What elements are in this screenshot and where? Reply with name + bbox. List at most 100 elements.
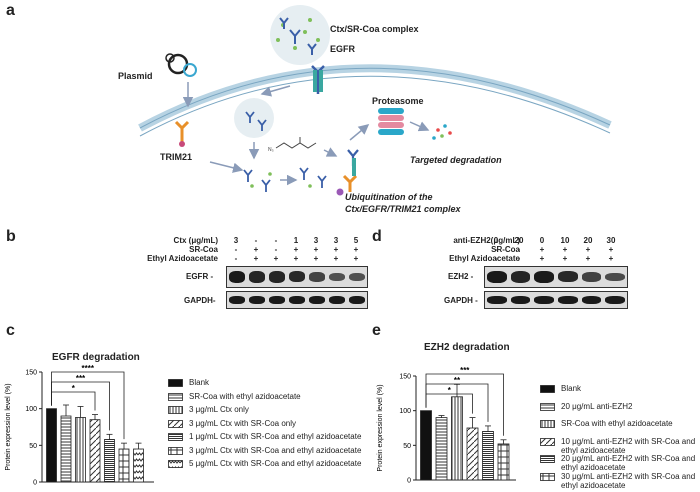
d-condition-cell: + [539,245,545,254]
d-condition-cell: + [608,254,614,263]
d-condition-cell: 0 [493,236,499,245]
bar [420,410,432,481]
legend-swatch [168,446,183,455]
legend-item: SR-Coa with ethyl azidoacetate [168,392,301,401]
ezh2-band [581,272,602,282]
b-condition-cell: + [293,254,299,263]
significance-stars: * [72,384,76,393]
d-row-label-ezh2: anti-EZH2(μg/mL) [453,236,520,245]
d-condition-cell: 0 [539,236,545,245]
d-condition-cell: + [539,254,545,263]
legend-label-line: 10 μg/mL anti-EZH2 with SR-Coa and [561,436,696,446]
bar [118,448,130,483]
free-complex-icons [243,167,327,192]
egfr-band [269,271,285,283]
bar [46,408,57,483]
gapdh-d-band [487,296,507,304]
complex-bubble [270,5,330,65]
chart-e-title: EZH2 degradation [424,342,510,353]
chart-c-egfr: Protein expression level (%)050100150***… [5,364,154,487]
d-condition-cell: 20 [583,236,593,245]
ezh2-band [510,271,531,283]
y-tick-label: 100 [25,406,37,413]
plasmid-label: Plasmid [118,71,153,81]
egfr-band [349,272,365,282]
b-condition-cell: - [234,245,238,254]
bar [75,417,86,483]
legend-label-line: 3 μg/mL Ctx only [189,405,249,414]
b-row-label-srcoa: SR-Coa [189,245,218,254]
legend-label-line: 30 μg/mL anti-EZH2 with SR-Coa and [561,471,696,481]
y-tick-label: 50 [29,443,37,450]
legend-label: 3 μg/mL Ctx with SR-Coa only [189,419,296,428]
bar [89,419,101,483]
d-condition-cell: - [494,254,498,263]
bar [133,448,144,483]
legend-swatch [168,392,183,401]
gapdh-blot-d [484,291,628,309]
significance-bracket [425,393,473,414]
legend-swatch [540,385,555,393]
proteasome-label: Proteasome [372,96,424,106]
ubiquitination-label-line2: Ctx/EGFR/TRIM21 complex [345,204,461,214]
b-condition-cell: 3 [333,236,339,245]
d-condition-cell: 30 [606,236,616,245]
legend-label-line: Blank [561,384,582,393]
panel-letter-b: b [6,228,16,245]
legend-label: 5 μg/mL Ctx with SR-Coa and ethyl azidoa… [189,459,361,468]
legend-item: 3 μg/mL Ctx only [168,405,249,414]
gapdh-b-band [269,296,285,304]
gapdh-d-band [510,296,531,304]
legend-label-line: 20 μg/mL anti-EZH2 with SR-Coa and [561,454,696,463]
gapdh-b-band [309,296,325,304]
ubiquitination-label-line1: Ubiquitination of the [345,192,433,202]
legend-swatch [168,460,183,468]
legend-label-line: 20 μg/mL anti-EZH2 [561,401,633,411]
legend-label: SR-Coa with ethyl azidoacetate [189,392,301,401]
d-condition-cell: 20 [514,236,524,245]
legend-item: SR-Coa with ethyl azidoacetate [540,419,673,428]
proteasome-icon [378,108,404,135]
legend-label: 3 μg/mL Ctx with SR-Coa and ethyl azidoa… [189,446,361,455]
legend-label-line: ethyl azidoacetate [561,463,626,472]
gapdh-b-band [249,296,265,304]
b-condition-cell: + [313,245,319,254]
y-tick-label: 100 [399,408,411,415]
svg-text:N₃: N₃ [268,147,274,153]
gapdh-b-band [349,296,365,304]
panel-letter-a: a [6,2,15,19]
legend-swatch [540,455,555,463]
legend-label: SR-Coa with ethyl azidoacetate [561,419,673,428]
legend-item: Blank [540,384,581,393]
egfr-receptor-icon [311,65,325,94]
panel-letter-d: d [372,228,382,245]
panel-letter-c: c [6,322,15,339]
b-condition-cell: - [274,236,278,245]
y-tick-label: 150 [25,370,37,377]
legend-item: 5 μg/mL Ctx with SR-Coa and ethyl azidoa… [168,459,361,468]
legend-item: 3 μg/mL Ctx with SR-Coa and ethyl azidoa… [168,446,361,455]
legend-swatch [540,472,555,481]
d-condition-cell: - [494,245,498,254]
degraded-fragments-icon [432,124,452,140]
significance-stars: *** [460,366,470,375]
plasmid-icon [165,53,197,77]
b-row-label-ctx: Ctx (μg/mL) [173,236,218,245]
gapdh-b-band [329,296,345,304]
d-condition-cell: 10 [560,236,570,245]
b-condition-cell: + [313,254,319,263]
legend-label: Blank [561,384,581,393]
b-condition-cell: 3 [233,236,239,245]
gapdh-d-band [534,296,554,304]
y-axis-label: Protein expression level (%) [5,383,12,470]
ezh2-band [605,272,625,282]
ternary-complex-icon [336,149,359,196]
legend-swatch [540,437,555,446]
b-condition-cell: + [353,254,359,263]
endosome-bubble [234,98,274,138]
b-condition-cell: 3 [313,236,319,245]
legend-label-line: SR-Coa with ethyl azidoacetate [189,391,301,401]
